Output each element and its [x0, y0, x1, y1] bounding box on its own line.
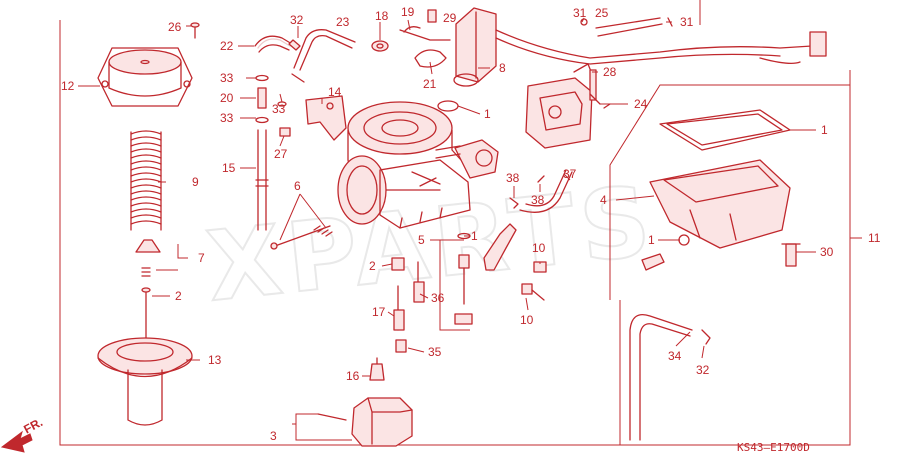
- bracket-14: [305, 95, 347, 141]
- lever-plate: [483, 223, 517, 271]
- ring-1-bowl: [678, 234, 690, 246]
- needle-clip-7: [135, 239, 161, 277]
- callout-32: 32: [290, 13, 304, 27]
- callout-21: 21: [423, 77, 437, 91]
- callout-16: 16: [346, 369, 360, 383]
- front-arrow: FR.: [0, 415, 45, 453]
- callout-3: 3: [270, 429, 277, 443]
- callout-22: 22: [220, 39, 234, 53]
- fitting-32: [288, 39, 301, 51]
- callout-32: 32: [696, 363, 710, 377]
- callout-1: 1: [471, 229, 478, 243]
- callout-30: 30: [820, 245, 834, 259]
- callout-25: 25: [595, 6, 609, 20]
- screw-26: [190, 22, 200, 39]
- clip-18: [371, 40, 389, 52]
- callout-18: 18: [375, 9, 389, 23]
- callout-labels: 26 12 9 7 2 13 22 32 23 33 20 33 33 14 2…: [61, 5, 881, 443]
- leader-lines: [78, 17, 862, 441]
- callout-5: 5: [418, 233, 425, 247]
- clip-32-bottom: [701, 329, 711, 345]
- callout-36: 36: [431, 291, 445, 305]
- jet-needle-2: [141, 287, 151, 339]
- throttle-cap-8: [453, 7, 497, 87]
- drain-tube-15: [255, 129, 269, 231]
- callout-29: 29: [443, 11, 457, 25]
- callout-38: 38: [506, 171, 520, 185]
- callout-34: 34: [668, 349, 682, 363]
- callout-10: 10: [520, 313, 534, 327]
- hose-37: [519, 169, 573, 213]
- hose-25: [580, 17, 673, 37]
- callout-2: 2: [175, 289, 182, 303]
- drain-screw-30: [781, 243, 801, 267]
- callout-35: 35: [428, 345, 442, 359]
- callout-7: 7: [198, 251, 205, 265]
- callout-33: 33: [272, 102, 286, 116]
- callout-1: 1: [484, 107, 491, 121]
- callout-28: 28: [603, 65, 617, 79]
- float-valve-16: [369, 357, 385, 381]
- screws-10: [521, 261, 547, 301]
- callout-8: 8: [499, 61, 506, 75]
- screw-27: [279, 127, 291, 137]
- fitting-20: [257, 87, 267, 109]
- callout-20: 20: [220, 91, 234, 105]
- needle-valve-17: [393, 285, 405, 331]
- drain-hose-34: [629, 313, 693, 441]
- callout-27: 27: [274, 147, 288, 161]
- callout-2: 2: [369, 259, 376, 273]
- diagram-code: KS43—E1700D: [737, 441, 810, 454]
- callout-15: 15: [222, 161, 236, 175]
- callout-9: 9: [192, 175, 199, 189]
- spring-9: [130, 130, 162, 231]
- top-cap-part: [97, 47, 193, 107]
- hose-22: [254, 35, 293, 53]
- callout-10: 10: [532, 241, 546, 255]
- front-label: FR.: [21, 415, 45, 436]
- callout-31: 31: [680, 15, 694, 29]
- hose-23: [291, 29, 356, 83]
- callout-1: 1: [648, 233, 655, 247]
- callout-13: 13: [208, 353, 222, 367]
- pilot-jets-group: [391, 232, 473, 325]
- frame-lines: [59, 0, 851, 446]
- callout-11: 11: [868, 231, 881, 245]
- callout-1: 1: [821, 123, 828, 137]
- float-bowl-4: [641, 159, 791, 271]
- callout-24: 24: [634, 97, 648, 111]
- callout-38: 38: [531, 193, 545, 207]
- diaphragm-piston-13: [97, 337, 193, 426]
- callout-31: 31: [573, 6, 587, 20]
- clamp-21: [414, 49, 447, 68]
- callout-33: 33: [220, 111, 234, 125]
- callout-12: 12: [61, 79, 75, 93]
- float-3: [317, 397, 413, 447]
- callout-6: 6: [294, 179, 301, 193]
- callout-33: 33: [220, 71, 234, 85]
- screw-35: [395, 339, 407, 353]
- float-bowl-gasket-1: [659, 109, 791, 151]
- cable-holder-19-29: [399, 9, 451, 41]
- throttle-stop-screw-6: [270, 225, 333, 250]
- callout-26: 26: [168, 20, 182, 34]
- callout-19: 19: [401, 5, 415, 19]
- callout-4: 4: [600, 193, 607, 207]
- ring-1-top: [437, 100, 459, 112]
- callout-17: 17: [372, 305, 386, 319]
- bracket-28: [589, 93, 601, 105]
- carburetor-body: [337, 101, 499, 229]
- callout-37: 37: [563, 167, 577, 181]
- callout-23: 23: [336, 15, 350, 29]
- choke-assembly-24: [525, 63, 611, 149]
- clip-38: [509, 175, 545, 209]
- callout-14: 14: [328, 85, 342, 99]
- throttle-cable: [495, 29, 827, 65]
